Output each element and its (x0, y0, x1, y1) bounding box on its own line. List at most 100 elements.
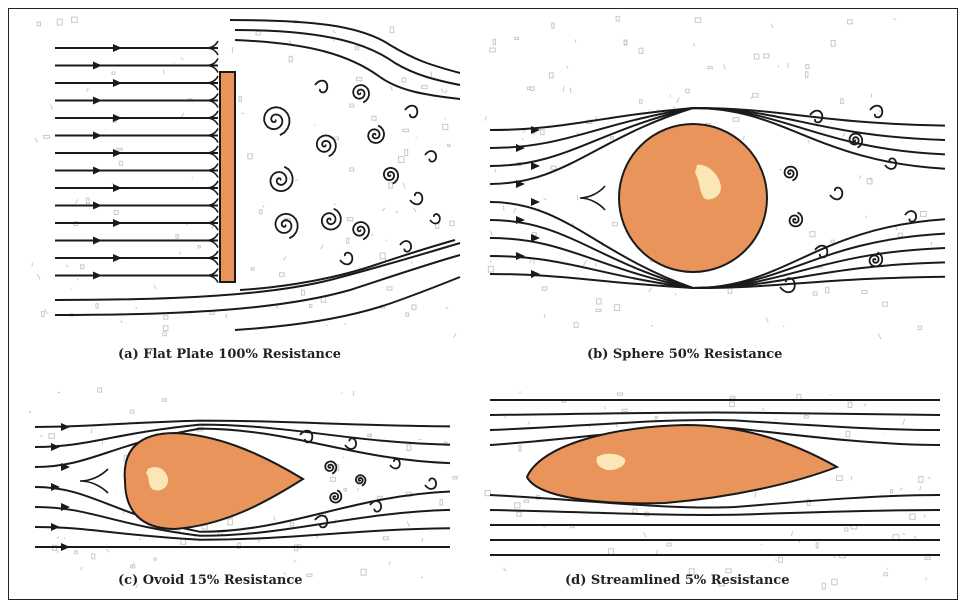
texture-speck (57, 19, 62, 25)
texture-speck (422, 538, 423, 542)
texture-speck (407, 445, 411, 451)
texture-speck (326, 325, 328, 326)
texture-speck (743, 136, 745, 140)
texture-speck (837, 476, 843, 481)
texture-speck (361, 569, 366, 575)
texture-speck (883, 302, 888, 306)
texture-speck (574, 323, 578, 328)
streamline-lower-4 (235, 277, 460, 330)
texture-speck (848, 20, 853, 24)
texture-speck (728, 288, 732, 293)
vortex-swirl (271, 167, 293, 192)
eddy-curl (340, 253, 352, 265)
eddy-curl (425, 478, 436, 489)
texture-speck (443, 124, 448, 129)
texture-speck (348, 218, 353, 221)
texture-speck (106, 549, 109, 552)
texture-speck (44, 135, 50, 138)
texture-speck (132, 563, 134, 567)
texture-speck (577, 195, 578, 201)
texture-speck (544, 198, 547, 200)
texture-speck (453, 477, 457, 479)
texture-speck (163, 326, 168, 331)
texture-speck (533, 233, 537, 236)
caption-flat-plate: (a) Flat Plate 100% Resistance (118, 347, 341, 362)
texture-speck (72, 17, 78, 22)
flow-arrow-icon (61, 423, 70, 431)
flow-arrow-icon (516, 252, 525, 260)
texture-speck (570, 88, 571, 94)
texture-speck (764, 54, 770, 58)
texture-speck (334, 204, 337, 205)
texture-speck (609, 549, 614, 555)
texture-speck (842, 133, 845, 137)
texture-speck (918, 326, 921, 330)
texture-speck (117, 148, 122, 150)
texture-speck (528, 422, 530, 425)
texture-speck (347, 238, 349, 243)
texture-speck (174, 63, 175, 64)
texture-speck (274, 517, 275, 521)
texture-speck (81, 265, 84, 269)
flat-plate-body (220, 72, 235, 282)
texture-speck (755, 492, 756, 498)
texture-speck (49, 434, 55, 439)
texture-speck (389, 561, 390, 565)
eddy-curl (430, 214, 440, 223)
texture-speck (289, 56, 292, 62)
texture-speck (633, 509, 637, 514)
texture-speck (903, 419, 905, 425)
texture-speck (552, 23, 554, 28)
panel-sphere: (b) Sphere 50% Resistance (485, 15, 950, 345)
texture-speck (730, 396, 735, 398)
texture-speck (290, 523, 293, 526)
texture-speck (239, 97, 241, 102)
texture-speck (549, 73, 553, 78)
texture-speck (119, 161, 122, 165)
texture-speck (551, 166, 556, 169)
texture-speck (154, 558, 156, 560)
texture-speck (198, 246, 200, 248)
texture-speck (71, 289, 72, 290)
texture-speck (485, 116, 486, 120)
texture-speck (805, 416, 809, 418)
streamline-lower-2 (55, 243, 460, 300)
texture-speck (643, 532, 646, 537)
texture-speck (421, 577, 423, 578)
texture-speck (921, 212, 927, 217)
texture-speck (762, 408, 764, 410)
texture-speck (488, 266, 493, 272)
streamline-upper-outer (230, 20, 460, 73)
texture-speck (407, 521, 409, 527)
texture-speck (617, 393, 622, 395)
texture-speck (181, 539, 186, 544)
texture-speck (893, 19, 896, 20)
texture-speck (121, 321, 122, 323)
texture-speck (91, 428, 92, 433)
texture-speck (544, 314, 545, 318)
texture-speck (595, 263, 596, 266)
texture-speck (344, 488, 346, 491)
flow-arrow-icon (51, 523, 60, 531)
texture-speck (112, 72, 115, 74)
flow-arrow-icon (113, 254, 122, 262)
texture-speck (695, 18, 701, 23)
texture-speck (890, 490, 892, 493)
texture-speck (729, 402, 734, 407)
flow-arrow-icon (113, 219, 122, 227)
texture-speck (260, 210, 263, 214)
texture-speck (920, 486, 921, 490)
texture-speck (77, 279, 78, 280)
texture-speck (797, 394, 801, 399)
texture-speck (612, 223, 617, 226)
streamline (35, 425, 450, 447)
texture-speck (405, 150, 408, 156)
texture-speck (248, 154, 253, 159)
texture-speck (596, 309, 601, 311)
texture-speck (896, 226, 898, 230)
vortex-swirl (264, 107, 289, 135)
texture-speck (541, 130, 545, 135)
texture-speck (914, 536, 916, 538)
texture-speck (622, 409, 627, 411)
texture-speck (290, 178, 291, 180)
